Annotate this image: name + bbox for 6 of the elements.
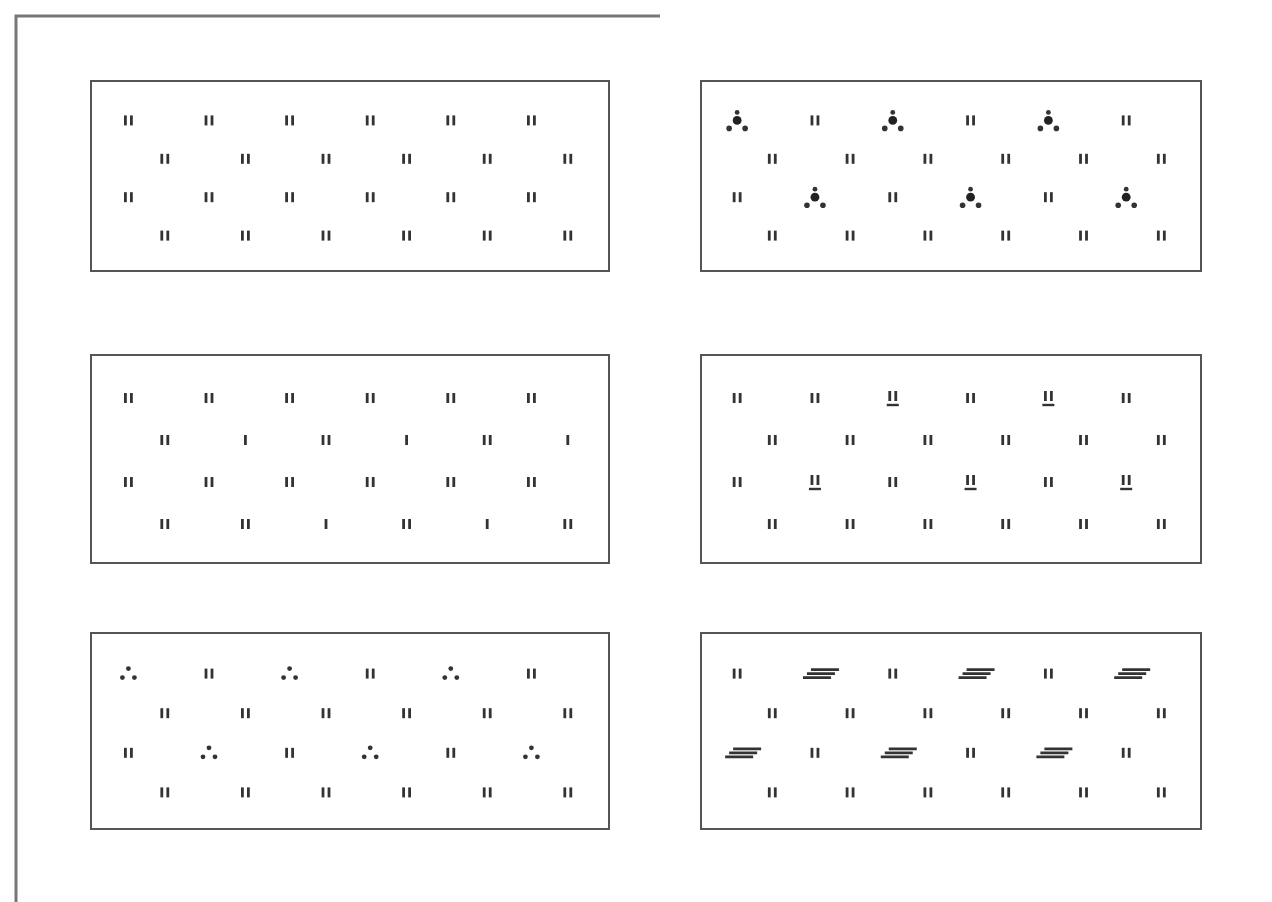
panel-box	[700, 354, 1202, 564]
panel-box	[90, 80, 610, 272]
panel-box	[700, 80, 1202, 272]
panel-box	[90, 354, 610, 564]
panel-box	[700, 632, 1202, 830]
panel-box	[90, 632, 610, 830]
